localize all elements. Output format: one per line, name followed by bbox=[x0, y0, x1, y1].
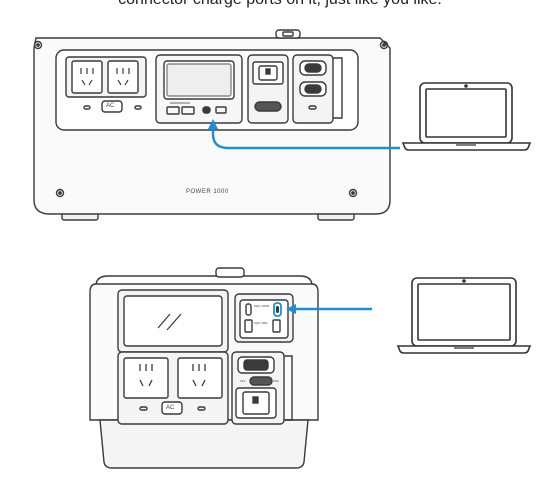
toggle-left-label: 12V bbox=[240, 379, 246, 383]
usb-label: MAX 18W bbox=[254, 321, 268, 325]
ac-label: AC bbox=[166, 405, 175, 411]
laptop-icon bbox=[396, 277, 532, 354]
power-station-small bbox=[89, 267, 319, 469]
brand-label: POWER 1000 bbox=[186, 189, 229, 195]
caption-text: connector charge ports on it, just like … bbox=[0, 0, 560, 9]
laptop-icon bbox=[401, 82, 532, 151]
usb-label: MAX 100W bbox=[254, 304, 270, 308]
arrow-icon bbox=[208, 119, 400, 150]
toggle-right-label: OFF bbox=[273, 379, 279, 383]
ac-label: AC bbox=[106, 103, 115, 109]
